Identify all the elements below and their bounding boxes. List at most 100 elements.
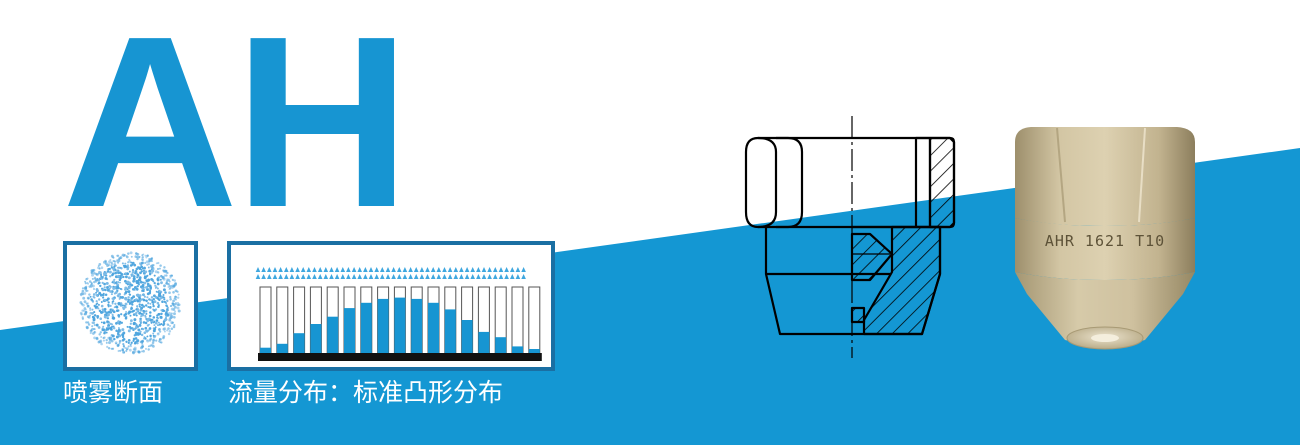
spray-dot <box>169 274 172 277</box>
spray-dot <box>155 286 158 289</box>
spray-dot <box>141 345 144 348</box>
spray-dot <box>120 273 124 276</box>
spray-droplet-mark <box>515 274 521 279</box>
spray-dot <box>111 302 114 305</box>
spray-dot <box>139 279 142 281</box>
spray-dot <box>150 257 154 260</box>
spray-dot <box>107 303 110 307</box>
spray-droplet-mark <box>340 267 346 272</box>
spray-dot <box>145 285 148 289</box>
spray-dot <box>127 252 130 255</box>
spray-dot <box>88 314 92 317</box>
flow-distribution-caption: 流量分布：标准凸形分布 <box>228 378 504 407</box>
spray-dot <box>172 291 175 294</box>
spray-dot <box>133 350 137 353</box>
spray-dot <box>144 270 148 274</box>
spray-dot <box>177 309 181 313</box>
spray-dot <box>146 339 150 343</box>
spray-dot <box>149 298 152 302</box>
spray-dot <box>131 303 134 306</box>
spray-dot <box>103 331 106 335</box>
spray-dot <box>100 336 103 338</box>
spray-droplet-mark <box>397 267 402 272</box>
spray-dot <box>170 312 173 315</box>
spray-droplet-mark <box>419 274 425 279</box>
spray-dot <box>158 267 161 270</box>
spray-dot <box>143 295 146 298</box>
spray-dot <box>148 317 151 320</box>
spray-dot <box>103 282 106 286</box>
spray-dot <box>146 296 149 299</box>
spray-dot <box>136 341 139 345</box>
spray-dot <box>147 262 151 266</box>
spray-droplet-mark <box>487 267 492 272</box>
spray-dot <box>115 305 118 309</box>
spray-dot <box>166 313 170 317</box>
spray-dot <box>82 309 86 312</box>
spray-dot <box>108 270 112 274</box>
spray-dot <box>132 309 136 312</box>
spray-dot <box>152 332 155 335</box>
spray-dot <box>157 332 160 335</box>
spray-dot <box>97 282 100 285</box>
spray-dot <box>90 282 93 285</box>
spray-dot <box>108 275 112 278</box>
spray-dot <box>112 269 116 272</box>
spray-droplet-mark <box>300 274 306 279</box>
spray-dot <box>93 288 95 290</box>
spray-dot <box>146 335 149 338</box>
spray-dot <box>117 320 120 323</box>
spray-dot <box>126 272 130 276</box>
spray-dot <box>105 341 108 344</box>
spray-dot <box>145 256 148 259</box>
spray-dot <box>111 334 115 338</box>
spray-dot <box>152 321 155 324</box>
spray-dot <box>93 328 96 331</box>
spray-dot <box>153 300 157 304</box>
spray-dot <box>151 272 153 274</box>
spray-dot <box>138 305 141 308</box>
spray-dot <box>171 278 174 281</box>
spray-droplet-mark <box>306 267 312 272</box>
spray-dot <box>166 299 169 303</box>
spray-dot <box>117 303 120 306</box>
spray-dot <box>172 285 176 288</box>
spray-dot <box>132 337 136 341</box>
spray-dot <box>143 337 145 340</box>
spray-dot <box>98 333 101 336</box>
spray-droplet-mark <box>272 274 278 279</box>
spray-droplet-mark <box>515 267 521 272</box>
spray-dot <box>112 287 116 290</box>
spray-dot <box>107 305 110 308</box>
spray-dot <box>97 303 100 306</box>
spray-dot <box>90 271 94 275</box>
spray-droplet-mark <box>459 267 464 272</box>
spray-dot <box>157 304 160 307</box>
spray-dot <box>86 303 89 306</box>
spray-droplet-mark <box>470 274 475 279</box>
spray-dot <box>123 314 126 316</box>
spray-droplet-mark <box>363 274 368 279</box>
spray-dot <box>148 314 152 318</box>
spray-dot <box>99 340 103 344</box>
spray-dot <box>172 325 176 329</box>
spray-dot <box>171 302 174 305</box>
spray-dot <box>96 315 100 318</box>
spray-droplet-mark <box>498 267 504 272</box>
spray-dot <box>142 321 146 324</box>
spray-dot <box>99 284 102 288</box>
spray-dot <box>165 280 169 283</box>
spray-droplet-mark <box>470 267 475 272</box>
spray-dot <box>154 270 158 274</box>
spray-dot <box>123 264 127 268</box>
flow-bar <box>495 337 507 353</box>
spray-dot <box>113 263 117 266</box>
spray-dot <box>95 337 99 341</box>
spray-dot <box>158 338 161 341</box>
spray-dot <box>97 307 100 310</box>
spray-dot <box>151 341 155 345</box>
spray-droplet-mark <box>261 267 266 272</box>
spray-dot <box>133 286 137 289</box>
spray-dot <box>168 284 171 288</box>
spray-dot <box>112 300 115 303</box>
